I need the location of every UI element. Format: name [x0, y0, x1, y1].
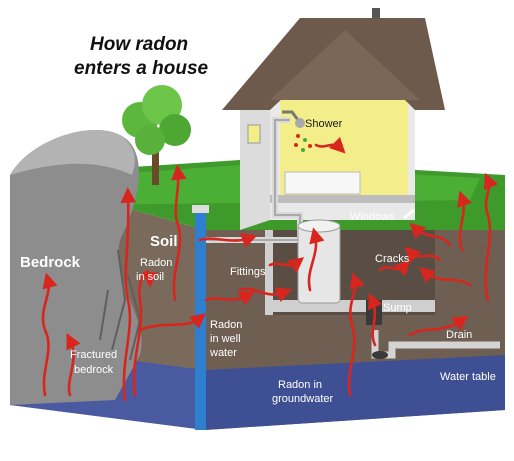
drain-pipe: [371, 330, 500, 359]
water-pipe-inner: [205, 119, 301, 241]
label-fittings: Fittings: [230, 266, 266, 278]
label-radon-groundwater-1: Radon in: [278, 379, 322, 391]
label-radon-well-1: Radon: [210, 319, 242, 331]
house-window: [247, 124, 261, 144]
bedrock-top: [10, 129, 135, 175]
shower-head-icon: [282, 110, 312, 152]
label-drain: Drain: [446, 329, 472, 341]
label-cracks: Cracks: [375, 253, 410, 265]
bed: [284, 171, 361, 195]
floor-slab: [270, 195, 415, 203]
label-radon-well-3: water: [209, 347, 237, 359]
bedrock-mass: [10, 129, 142, 405]
label-fractured-2: bedrock: [74, 364, 114, 376]
title-line-1: How radon: [90, 34, 188, 55]
label-soil: Soil: [150, 233, 178, 250]
label-radon-well-2: in well: [210, 333, 241, 345]
groundwater-layer: [205, 355, 505, 430]
label-radon-in-soil-2: in soil: [136, 271, 164, 283]
roof-gable: [270, 30, 420, 100]
well-cap: [192, 205, 209, 213]
radon-arrows: [41, 136, 499, 402]
label-radon-groundwater-2: groundwater: [272, 393, 333, 405]
roof: [222, 18, 445, 110]
drain-opening: [372, 351, 388, 359]
label-shower: Shower: [305, 118, 343, 130]
title-line-2: enters a house: [74, 58, 209, 79]
house-side-wall: [240, 80, 270, 230]
label-water-table: Water table: [440, 371, 496, 383]
label-radon-in-soil-1: Radon: [140, 257, 172, 269]
label-sump: Sump: [383, 302, 412, 314]
label-bedrock: Bedrock: [20, 254, 81, 271]
window-arrow-icon: [403, 208, 415, 220]
tree-icon: [122, 85, 191, 185]
label-windows: Windows: [350, 211, 395, 223]
basement-left-wall: [265, 230, 273, 315]
water-heater-icon: [297, 219, 341, 304]
label-fractured-1: Fractured: [70, 349, 117, 361]
